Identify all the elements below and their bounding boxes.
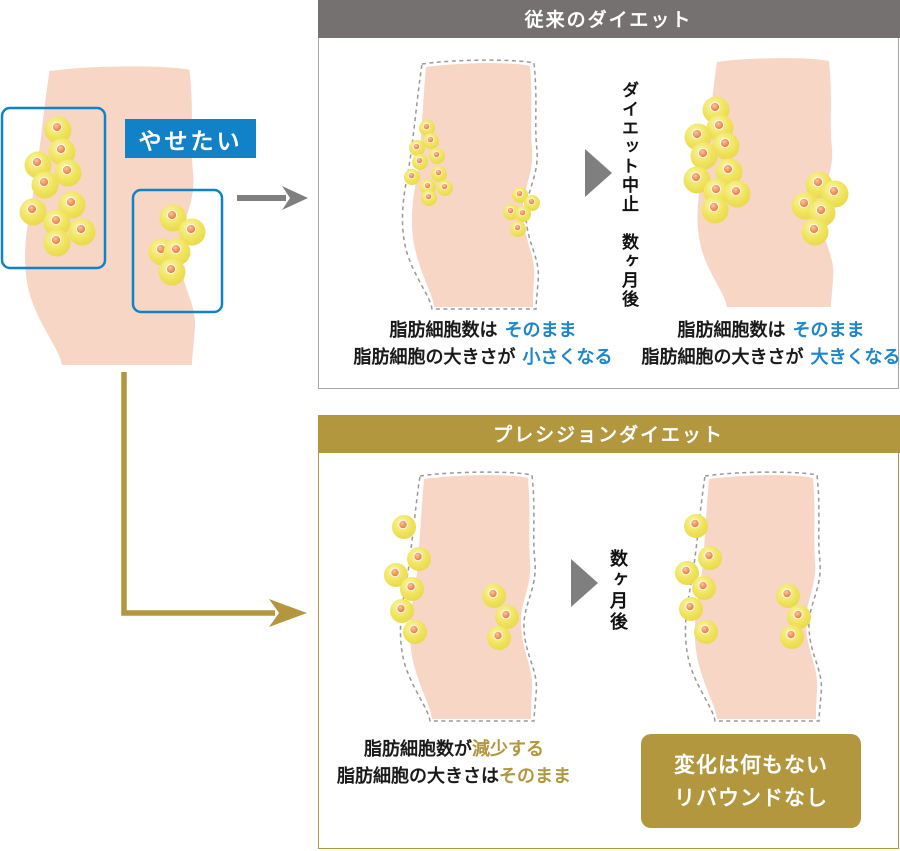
leg-months-later — [674, 471, 823, 722]
transition-label: ダイエット中止 数ヶ月後 — [619, 81, 638, 309]
leg-after-precision-diet — [383, 471, 538, 722]
body-figure-current — [0, 66, 224, 366]
caption-line-1: 脂肪細胞数はそのまま — [333, 317, 633, 344]
note-line-2: リバウンドなし — [674, 785, 828, 810]
caption-line-1: 脂肪細胞数が減少する — [319, 736, 589, 763]
caption-highlight: 減少する — [472, 739, 544, 759]
caption-highlight: そのまま — [504, 320, 577, 340]
panel-conventional-diet: 従来のダイエット ダイエット中止 数ヶ月後 — [317, 0, 900, 389]
highlight-frame-left — [0, 106, 107, 270]
want-to-lose-weight-label: やせたい — [125, 119, 256, 158]
caption-line-1: 脂肪細胞数はそのまま — [619, 317, 900, 344]
caption-text: 脂肪細胞の大きさは — [337, 766, 499, 786]
transition-label: 数ヶ月後 — [608, 549, 628, 633]
caption-text: 脂肪細胞の大きさが — [353, 347, 516, 367]
caption-highlight: そのまま — [792, 320, 865, 340]
panel-precision-diet: プレシジョンダイエット 数ヶ月後 — [317, 414, 900, 849]
panel-precision-title: プレシジョンダイエット — [317, 414, 900, 453]
body-silhouette — [409, 475, 533, 719]
no-rebound-note-box: 変化は何もない リバウンドなし — [641, 734, 861, 828]
caption-highlight: そのまま — [499, 766, 571, 786]
caption-line-2: 脂肪細胞の大きさが大きくなる — [619, 344, 900, 371]
transition-triangle-icon — [571, 559, 598, 607]
caption-precision-result: 脂肪細胞数が減少する 脂肪細胞の大きさはそのまま — [319, 736, 589, 790]
arrow-to-conventional-icon — [237, 186, 308, 210]
panel-conventional-title: 従来のダイエット — [317, 0, 900, 38]
caption-line-2: 脂肪細胞の大きさはそのまま — [319, 763, 589, 790]
leg-after-rebound — [683, 58, 849, 307]
caption-text: 脂肪細胞数は — [677, 320, 786, 340]
caption-text: 脂肪細胞の大きさが — [641, 347, 804, 367]
caption-after-rebound: 脂肪細胞数はそのまま 脂肪細胞の大きさが大きくなる — [619, 317, 900, 371]
leg-after-diet — [401, 59, 541, 310]
caption-highlight: 大きくなる — [810, 347, 900, 367]
transition-triangle-icon — [585, 149, 612, 197]
caption-text: 脂肪細胞数が — [364, 739, 472, 759]
caption-text: 脂肪細胞数は — [389, 320, 498, 340]
caption-line-2: 脂肪細胞の大きさが小さくなる — [333, 344, 633, 371]
caption-highlight: 小さくなる — [522, 347, 613, 367]
highlight-frame-right — [131, 188, 224, 314]
arrow-to-precision-icon — [121, 372, 307, 627]
caption-after-diet: 脂肪細胞数はそのまま 脂肪細胞の大きさが小さくなる — [333, 317, 633, 371]
note-line-1: 変化は何もない — [674, 752, 828, 777]
